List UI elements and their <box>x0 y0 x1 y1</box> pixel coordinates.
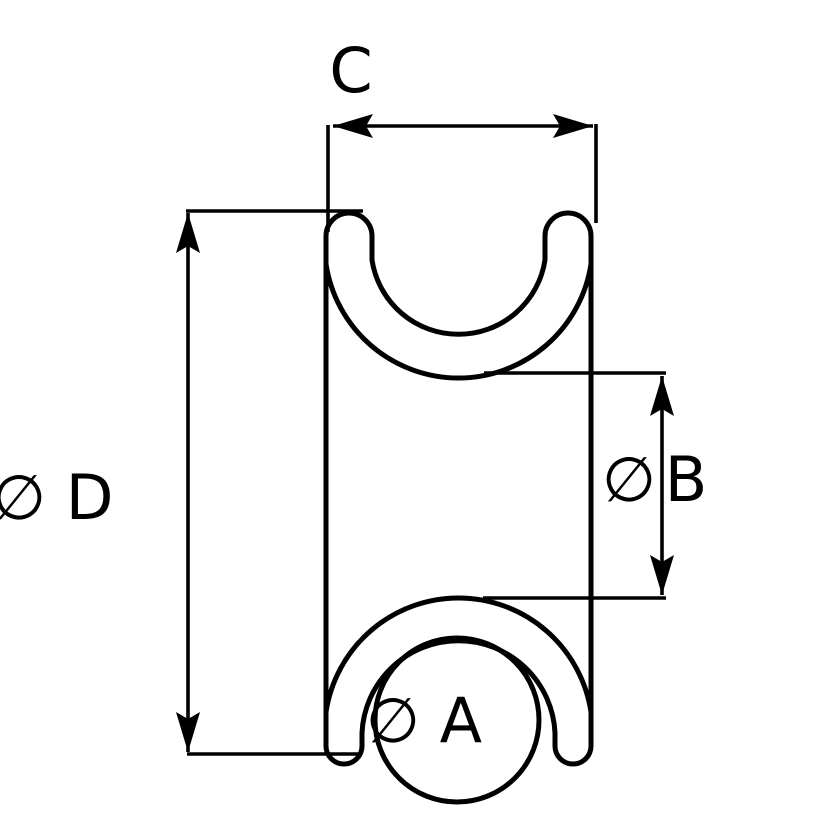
dimension-c: C <box>326 34 598 232</box>
part-bottom-flange-arc <box>323 595 594 713</box>
part-top-groove-arc <box>323 263 594 381</box>
dimension-d: ∅ D <box>0 209 363 756</box>
dim-label-c: C <box>329 34 372 107</box>
dimension-b: ∅ B <box>483 371 708 600</box>
part-bottom-flange-outline <box>323 638 594 767</box>
dimension-a: ∅ A <box>366 684 482 757</box>
dim-label-d: ∅ D <box>0 461 113 534</box>
part-top-groove-outline <box>323 210 594 337</box>
part-center-hole <box>372 635 542 805</box>
part-view <box>323 210 594 805</box>
dim-label-a: ∅ A <box>366 684 482 757</box>
dim-label-b-symbol: ∅ <box>602 443 656 516</box>
dim-label-b-letter: B <box>665 443 708 516</box>
